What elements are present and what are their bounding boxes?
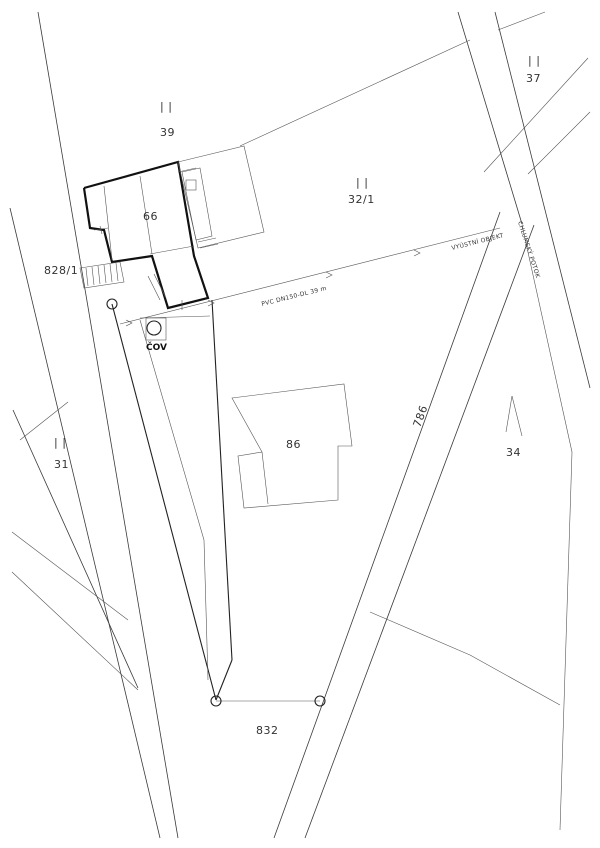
stream-boundaries [457, 11, 591, 389]
parcel-37-label: 37 [526, 72, 541, 85]
parcel-832-label: 832 [256, 724, 279, 737]
survey-point-right [314, 695, 326, 707]
access-lane [111, 299, 233, 701]
parcel-34-boundaries [369, 224, 573, 831]
building-66 [82, 160, 210, 310]
wwtp [145, 317, 167, 341]
parcel-66-label: 66 [143, 210, 158, 223]
parcel-786-label: 786 [411, 403, 431, 429]
parcel-31-mark: | | [54, 436, 66, 449]
parcel-86-label: 86 [286, 438, 301, 451]
road-786-boundaries [273, 211, 535, 839]
parcel-39-mark: | | [160, 100, 172, 113]
pipe-label: PVC DN150-DL 39 m [261, 285, 328, 308]
parcel-32-mark: | | [356, 176, 368, 189]
survey-point-top [106, 298, 118, 310]
stream-label: CHLUMSKÝ POTOK [516, 220, 541, 279]
outlet-label: VYÚSTNÍ OBJEKT [451, 232, 505, 252]
building-86 [231, 383, 353, 509]
sewer-pipe [119, 227, 501, 327]
building-86-inner [261, 451, 269, 505]
parcel-39-label: 39 [160, 126, 175, 139]
steps [79, 261, 167, 301]
parcel-37-mark: | | [528, 54, 540, 67]
road-828-boundaries [9, 11, 179, 839]
annex [177, 145, 265, 249]
parcel-32-1-label: 32/1 [348, 193, 375, 206]
parcel-34-label: 34 [506, 446, 521, 459]
wwtp-label: ČOV [146, 341, 167, 353]
parcel-828-1-label: 828/1 [44, 264, 78, 277]
north-arrow [505, 395, 523, 437]
survey-point-left [210, 695, 222, 707]
parcel-39-boundary [239, 39, 471, 147]
parcel-31-boundaries [11, 401, 139, 691]
parcel-37-boundaries [483, 11, 591, 175]
parcel-31-label: 31 [54, 458, 69, 471]
